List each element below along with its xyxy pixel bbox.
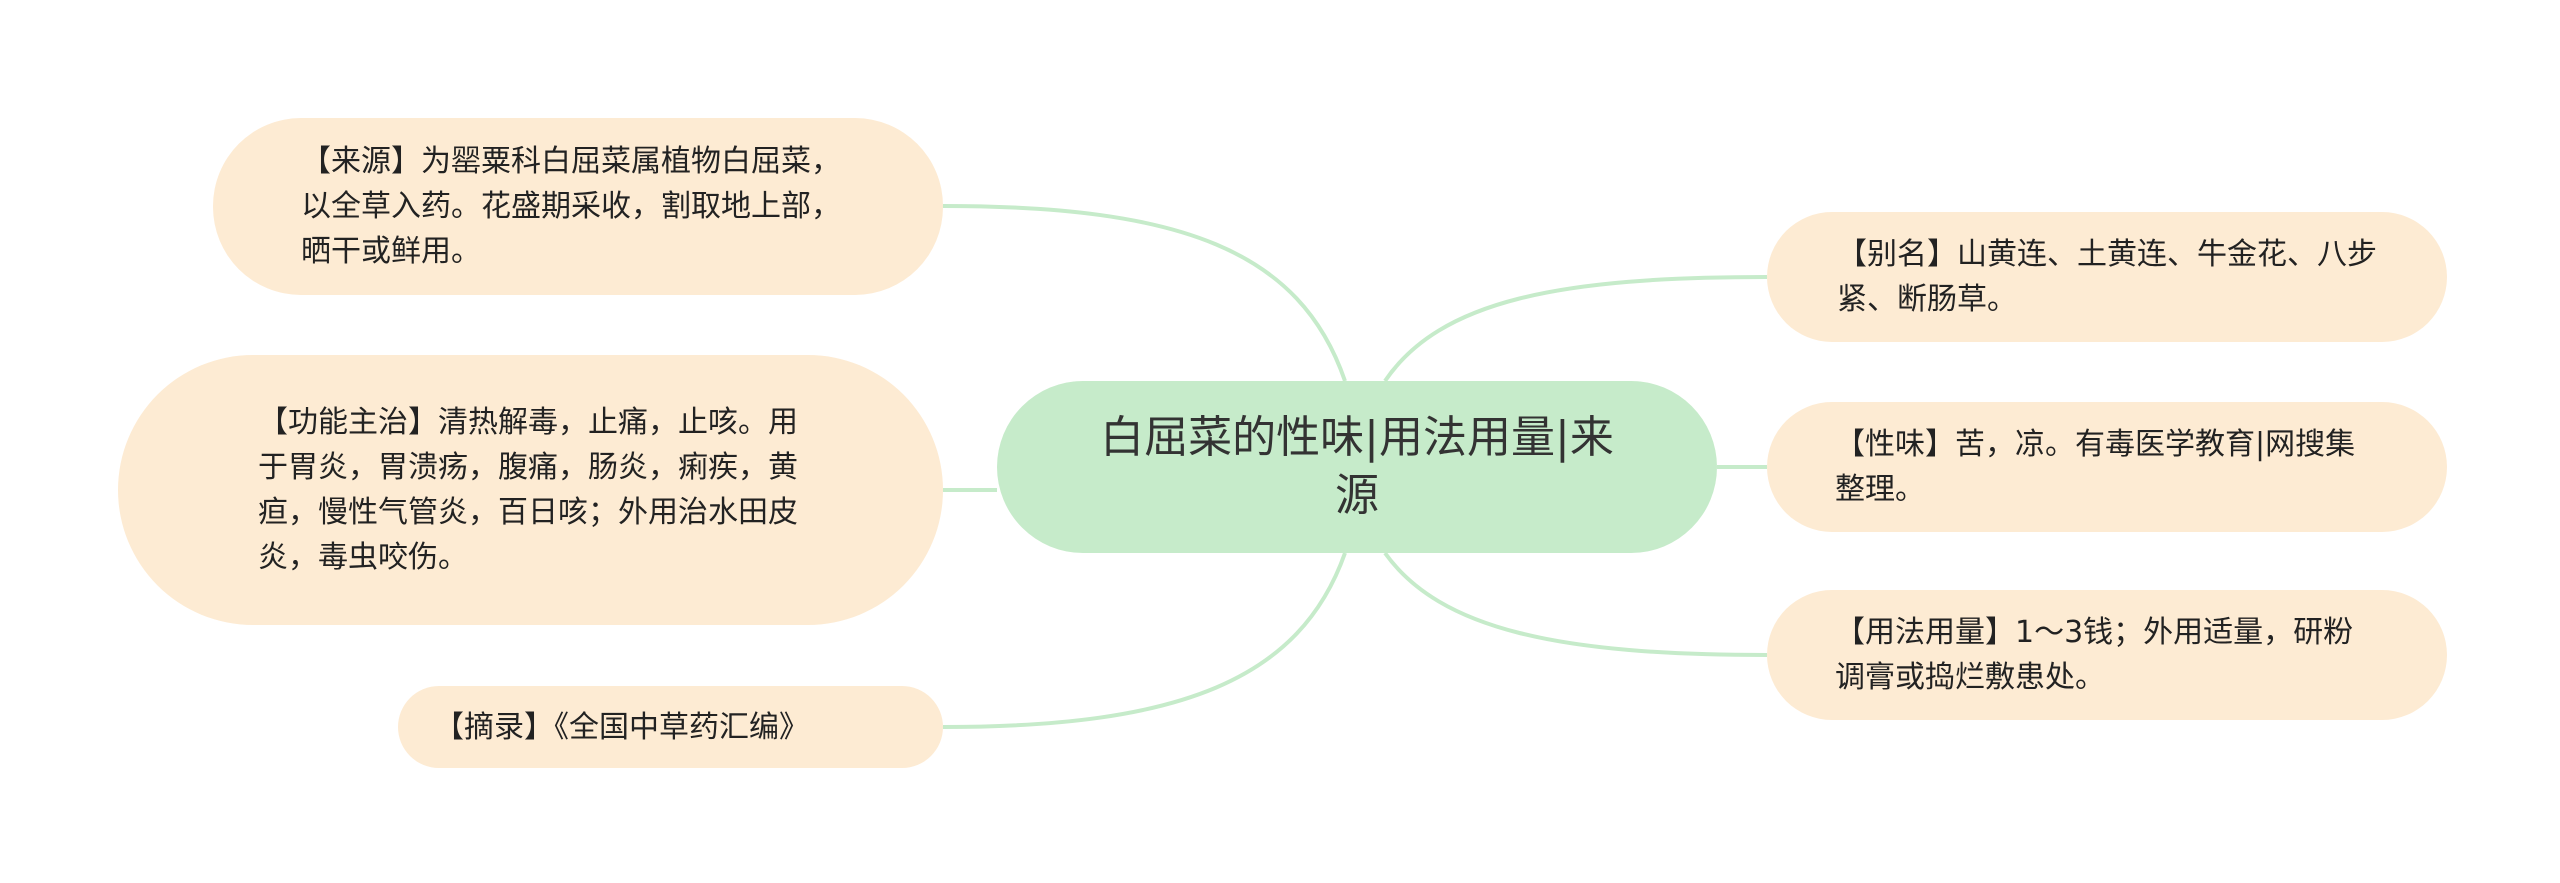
root-node[interactable]: 白屈菜的性味|用法用量|来源: [997, 381, 1717, 553]
connector-excerpt: [942, 552, 1347, 729]
branch-node-text: 【来源】为罂粟科白屈菜属植物白屈菜，以全草入药。花盛期采收，割取地上部，晒干或鲜…: [301, 144, 841, 269]
branch-node-alias[interactable]: 【别名】山黄连、土黄连、牛金花、八步紧、断肠草。: [1767, 212, 2447, 342]
branch-node-taste[interactable]: 【性味】苦，凉。有毒医学教育|网搜集整理。: [1767, 402, 2447, 532]
branch-node-text: 【别名】山黄连、土黄连、牛金花、八步紧、断肠草。: [1837, 237, 2377, 317]
connector-source: [942, 204, 1347, 382]
branch-node-function[interactable]: 【功能主治】清热解毒，止痛，止咳。用于胃炎，胃溃疡，腹痛，肠炎，痢疾，黄疸，慢性…: [118, 355, 943, 625]
branch-node-text: 【性味】苦，凉。有毒医学教育|网搜集整理。: [1835, 427, 2356, 507]
connector-dosage: [1383, 551, 1768, 657]
root-node-text: 白屈菜的性味|用法用量|来源: [1100, 412, 1614, 521]
branch-node-source[interactable]: 【来源】为罂粟科白屈菜属植物白屈菜，以全草入药。花盛期采收，割取地上部，晒干或鲜…: [213, 118, 943, 295]
branch-node-text: 【功能主治】清热解毒，止痛，止咳。用于胃炎，胃溃疡，腹痛，肠炎，痢疾，黄疸，慢性…: [258, 405, 798, 575]
branch-node-excerpt[interactable]: 【摘录】《全国中草药汇编》: [398, 686, 943, 768]
branch-node-text: 【摘录】《全国中草药汇编》: [434, 709, 809, 745]
connector-alias: [1383, 275, 1768, 383]
branch-node-text: 【用法用量】1～3钱；外用适量，研粉调膏或捣烂敷患处。: [1835, 615, 2354, 695]
branch-node-dosage[interactable]: 【用法用量】1～3钱；外用适量，研粉调膏或捣烂敷患处。: [1767, 590, 2447, 720]
